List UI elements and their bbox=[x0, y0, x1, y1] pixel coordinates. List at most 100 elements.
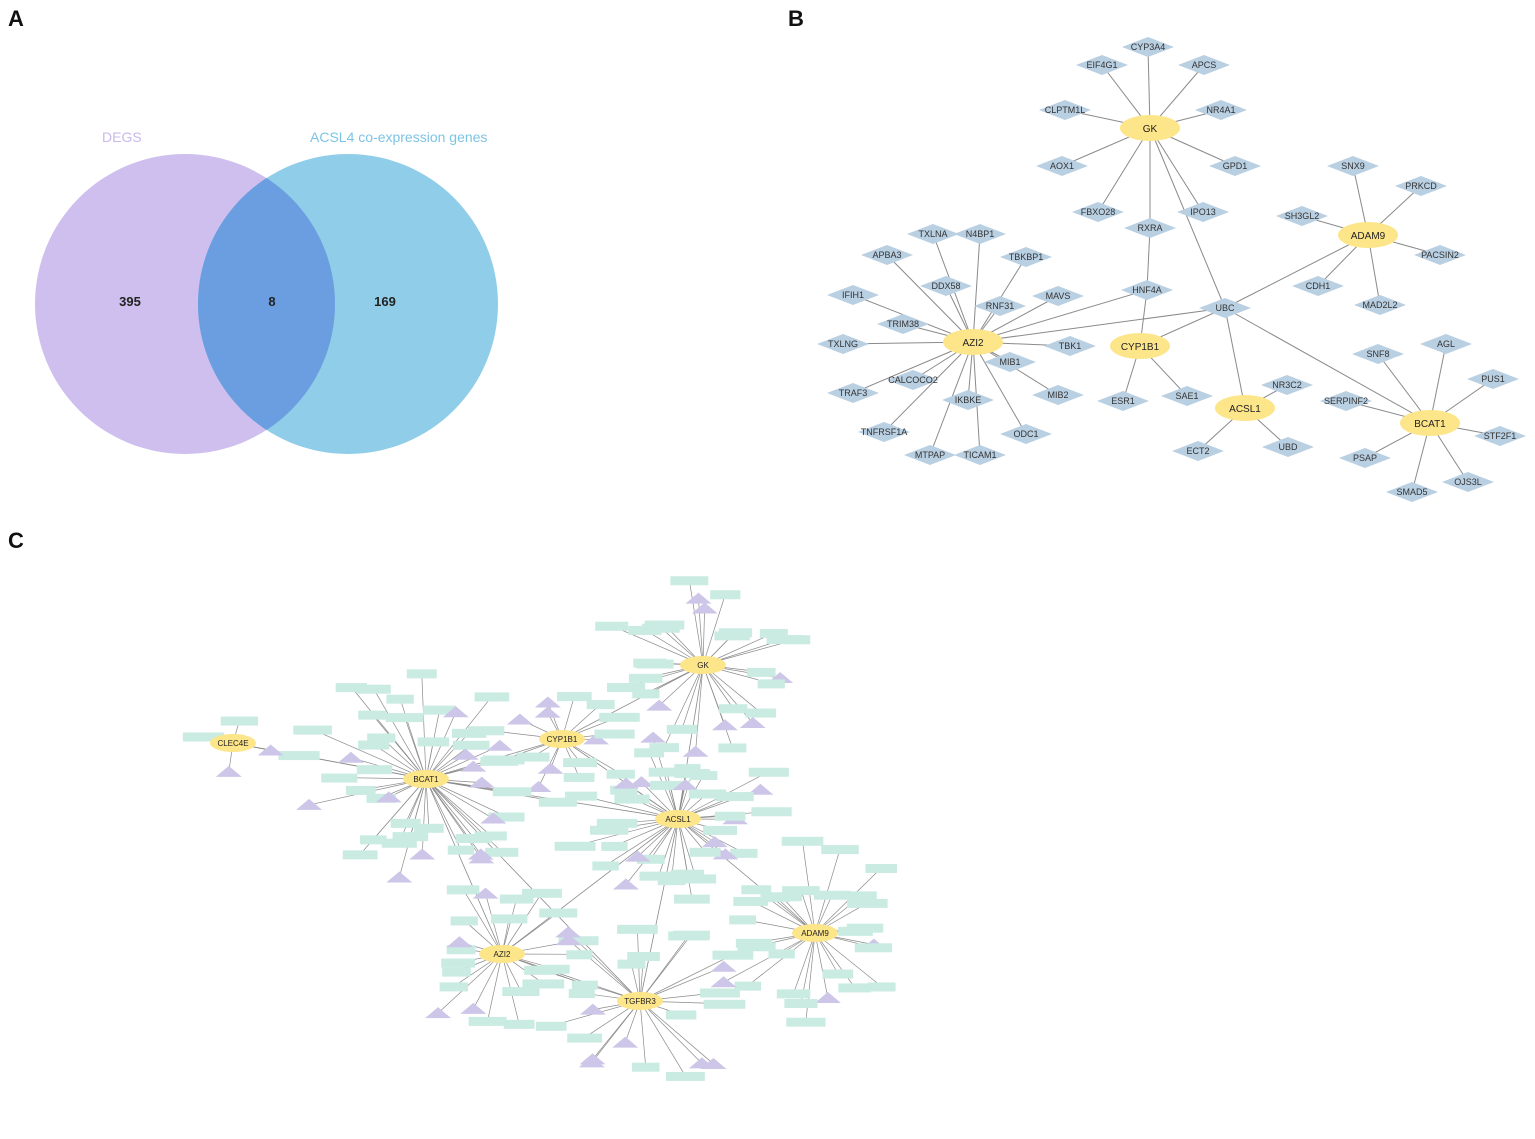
reg-mirna-node bbox=[715, 792, 754, 802]
ppi-node-ubd bbox=[1262, 437, 1314, 457]
reg-mirna-node bbox=[567, 1033, 603, 1043]
reg-mirna-node bbox=[734, 981, 762, 991]
reg-mirna-node bbox=[451, 728, 487, 738]
reg-mirna-node bbox=[538, 797, 577, 807]
reg-tf-node bbox=[814, 991, 841, 1003]
reg-mirna-node bbox=[485, 847, 519, 857]
reg-tf-node bbox=[486, 739, 513, 751]
ppi-node-ect2 bbox=[1172, 441, 1224, 461]
reg-mirna-node bbox=[442, 967, 471, 977]
reg-hub-adam9 bbox=[792, 924, 838, 942]
reg-mirna-node bbox=[360, 835, 387, 845]
reg-tf-node bbox=[739, 717, 766, 729]
reg-mirna-node bbox=[712, 950, 754, 960]
venn-count-left: 395 bbox=[119, 294, 141, 309]
ppi-node-mib1 bbox=[984, 352, 1036, 372]
reg-mirna-node bbox=[488, 812, 525, 822]
reg-mirna-node bbox=[516, 752, 550, 762]
ppi-edge bbox=[1224, 307, 1246, 409]
reg-tf-node bbox=[425, 1007, 452, 1019]
ppi-node-label: GPD1 bbox=[1223, 161, 1248, 171]
ppi-node-txlng bbox=[817, 334, 869, 354]
ppi-node-aox1 bbox=[1036, 156, 1088, 176]
reg-edge bbox=[658, 818, 679, 876]
reg-hub-bcat1 bbox=[403, 770, 449, 788]
reg-edge bbox=[312, 729, 427, 780]
reg-tf-node bbox=[534, 706, 561, 718]
ppi-edge bbox=[972, 341, 1027, 435]
reg-mirna-node bbox=[776, 989, 811, 999]
reg-mirna-node bbox=[759, 628, 788, 638]
reg-mirna-node bbox=[492, 787, 532, 797]
reg-edge bbox=[639, 935, 689, 1002]
ppi-edge bbox=[972, 233, 981, 343]
reg-mirna-node bbox=[599, 712, 640, 722]
ppi-node-prkcd bbox=[1395, 176, 1447, 196]
ppi-hub-label: ADAM9 bbox=[1351, 231, 1386, 242]
reg-hub-label: ACSL1 bbox=[665, 815, 691, 824]
ppi-node-label: STF2F1 bbox=[1484, 431, 1517, 441]
reg-tf-node bbox=[215, 765, 242, 777]
reg-hub-label: AZI2 bbox=[494, 950, 511, 959]
ppi-node-mib2 bbox=[1032, 385, 1084, 405]
reg-mirna-node bbox=[358, 740, 390, 750]
reg-mirna-node bbox=[345, 785, 376, 795]
reg-mirna-node bbox=[718, 704, 748, 714]
ppi-node-stf2f1 bbox=[1474, 426, 1526, 446]
ppi-node-tbkbp1 bbox=[1000, 247, 1052, 267]
reg-edge bbox=[487, 953, 503, 1021]
reg-hub-azi2 bbox=[479, 945, 525, 963]
reg-edge bbox=[702, 594, 726, 666]
reg-cross-edge bbox=[425, 778, 503, 955]
reg-tf-node bbox=[672, 779, 699, 791]
reg-cross-edge bbox=[561, 664, 704, 740]
ppi-node-ifih1 bbox=[827, 285, 879, 305]
ppi-node-odc1 bbox=[1000, 424, 1052, 444]
reg-mirna-node bbox=[563, 772, 595, 782]
ppi-edge bbox=[1149, 127, 1204, 213]
reg-mirna-node bbox=[342, 850, 378, 860]
reg-edge bbox=[814, 932, 829, 999]
reg-edge bbox=[404, 716, 427, 780]
reg-tf-node bbox=[711, 719, 738, 731]
reg-edge bbox=[688, 580, 704, 666]
ppi-hub-azi2 bbox=[943, 329, 1003, 355]
reg-edge bbox=[677, 818, 697, 879]
ppi-node-label: TRAF3 bbox=[839, 388, 868, 398]
ppi-hub-label: CYP1B1 bbox=[1121, 342, 1160, 353]
ppi-hub-acsl1 bbox=[1215, 395, 1275, 421]
ppi-node-label: IPO13 bbox=[1190, 207, 1216, 217]
ppi-node-label: PRKCD bbox=[1405, 181, 1437, 191]
reg-mirna-node bbox=[601, 841, 628, 851]
reg-edge bbox=[372, 714, 427, 780]
reg-mirna-node bbox=[293, 725, 332, 735]
reg-edge bbox=[592, 1000, 641, 1060]
reg-tf-node bbox=[640, 731, 667, 743]
reg-mirna-node bbox=[854, 943, 893, 953]
panel-letter-a: A bbox=[8, 6, 24, 31]
reg-cross-edge bbox=[677, 664, 704, 820]
ppi-node-nr4a1 bbox=[1195, 100, 1247, 120]
ppi-node-txlna bbox=[907, 224, 959, 244]
ppi-edge bbox=[1147, 46, 1151, 129]
ppi-edge bbox=[1429, 343, 1447, 424]
reg-tf-node bbox=[710, 976, 737, 988]
reg-tf-node bbox=[257, 744, 284, 756]
ppi-node-label: NR4A1 bbox=[1206, 105, 1235, 115]
reg-mirna-node bbox=[499, 894, 534, 904]
ppi-node-label: SMAD5 bbox=[1396, 487, 1427, 497]
ppi-node-label: PACSIN2 bbox=[1421, 250, 1459, 260]
reg-mirna-node bbox=[413, 823, 444, 833]
ppi-node-label: TXLNA bbox=[918, 229, 947, 239]
reg-tf-node bbox=[710, 960, 737, 972]
ppi-node-ipo13 bbox=[1177, 202, 1229, 222]
reg-mirna-node bbox=[733, 896, 769, 906]
reg-mirna-node bbox=[617, 959, 646, 969]
reg-hub-tgfbr3 bbox=[617, 992, 663, 1010]
ppi-node-cdh1 bbox=[1292, 276, 1344, 296]
ppi-node-label: N4BP1 bbox=[966, 229, 995, 239]
ppi-node-cyp3a4 bbox=[1122, 37, 1174, 57]
reg-mirna-node bbox=[278, 751, 320, 761]
ppi-edge bbox=[972, 289, 1148, 343]
